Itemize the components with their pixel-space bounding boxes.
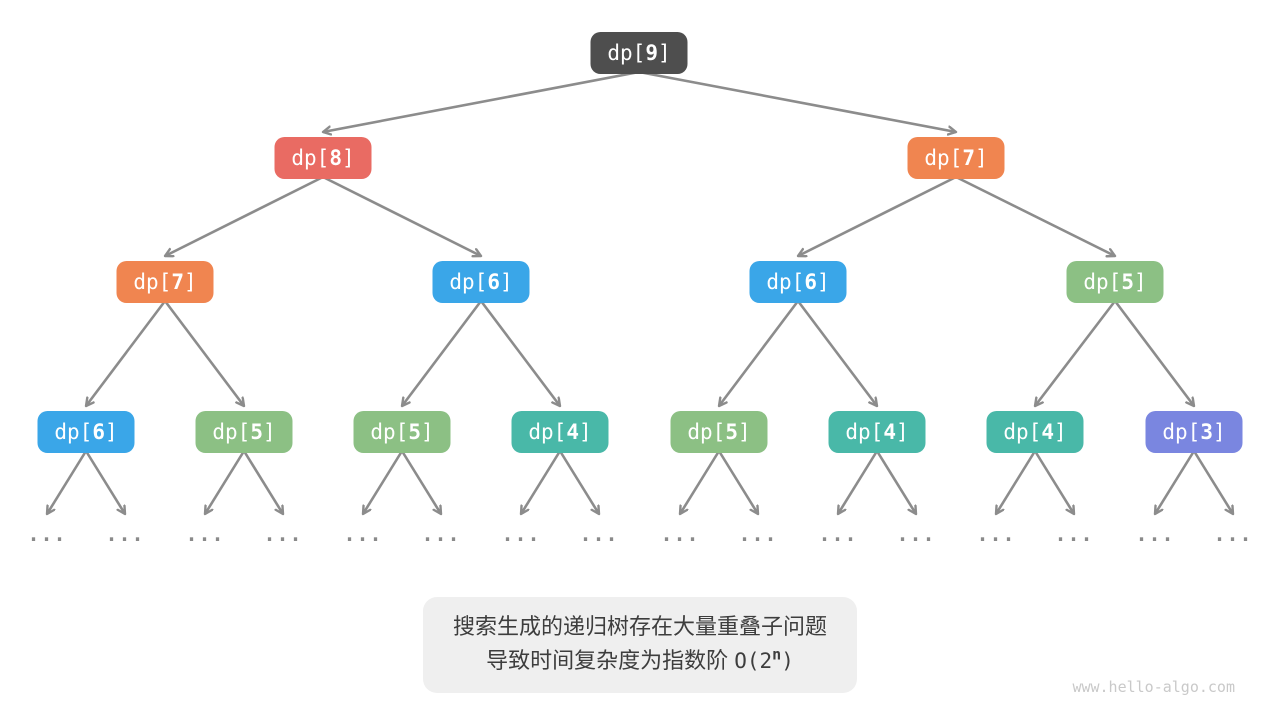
ellipsis-subtree: ... bbox=[27, 522, 67, 546]
caption-box: 搜索生成的递归树存在大量重叠子问题 导致时间复杂度为指数阶 O(2n) bbox=[422, 597, 858, 693]
tree-node-dp8: dp[8] bbox=[274, 137, 372, 179]
tree-node-dp4: dp[4] bbox=[511, 411, 609, 453]
ellipsis-subtree: ... bbox=[896, 522, 936, 546]
ellipsis-subtree: ... bbox=[1054, 522, 1094, 546]
ellipsis-subtree: ... bbox=[501, 522, 541, 546]
watermark-url: www.hello-algo.com bbox=[1072, 678, 1235, 696]
ellipsis-subtree: ... bbox=[105, 522, 145, 546]
caption-math-exponent: n bbox=[772, 645, 782, 664]
tree-node-dp3: dp[3] bbox=[1145, 411, 1243, 453]
tree-node-dp6: dp[6] bbox=[749, 261, 847, 303]
ellipsis-subtree: ... bbox=[976, 522, 1016, 546]
ellipsis-subtree: ... bbox=[660, 522, 700, 546]
tree-node-dp5: dp[5] bbox=[670, 411, 768, 453]
caption-line1: 搜索生成的递归树存在大量重叠子问题 bbox=[452, 614, 828, 639]
tree-node-dp4: dp[4] bbox=[986, 411, 1084, 453]
tree-node-dp6: dp[6] bbox=[37, 411, 135, 453]
tree-node-dp5: dp[5] bbox=[195, 411, 293, 453]
ellipsis-subtree: ... bbox=[343, 522, 383, 546]
caption-line2: 导致时间复杂度为指数阶 O(2n) bbox=[453, 644, 827, 678]
tree-node-dp9: dp[9] bbox=[590, 32, 688, 74]
ellipsis-subtree: ... bbox=[1213, 522, 1253, 546]
tree-node-dp6: dp[6] bbox=[432, 261, 530, 303]
tree-node-dp7: dp[7] bbox=[116, 261, 214, 303]
ellipsis-subtree: ... bbox=[421, 522, 461, 546]
ellipsis-subtree: ... bbox=[185, 522, 225, 546]
tree-node-dp4: dp[4] bbox=[828, 411, 926, 453]
caption-math-suffix: ) bbox=[781, 649, 794, 673]
caption-line2-text: 导致时间复杂度为指数阶 bbox=[486, 648, 735, 673]
ellipsis-subtree: ... bbox=[818, 522, 858, 546]
tree-node-dp5: dp[5] bbox=[1066, 261, 1164, 303]
ellipsis-subtree: ... bbox=[1135, 522, 1175, 546]
ellipsis-subtree: ... bbox=[579, 522, 619, 546]
ellipsis-subtree: ... bbox=[738, 522, 778, 546]
tree-node-dp7: dp[7] bbox=[907, 137, 1005, 179]
caption-math-prefix: O(2 bbox=[734, 649, 773, 673]
ellipsis-subtree: ... bbox=[263, 522, 303, 546]
tree-node-dp5: dp[5] bbox=[353, 411, 451, 453]
